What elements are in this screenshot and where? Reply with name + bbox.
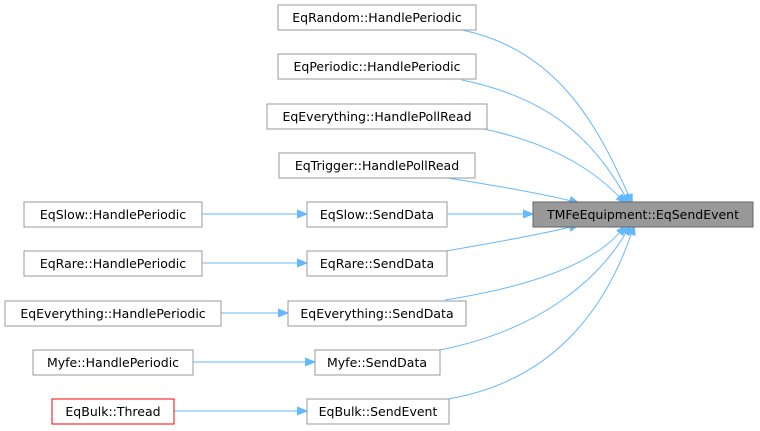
- node-eqeverything-senddata[interactable]: EqEverything::SendData: [287, 300, 467, 327]
- edges: [174, 29, 634, 411]
- node-label: EqRare::SendData: [320, 256, 434, 271]
- node-eqrare-handleperiodic[interactable]: EqRare::HandlePeriodic: [23, 250, 203, 277]
- edge-eqrandom-to-target: [461, 29, 632, 203]
- node-eqrare-senddata[interactable]: EqRare::SendData: [306, 250, 448, 277]
- node-label: Myfe::SendData: [327, 355, 427, 370]
- edge-eqeverything-pollread-to-target: [479, 127, 625, 203]
- edge-eqrare-senddata-to-target: [445, 225, 578, 252]
- node-label: EqSlow::HandlePeriodic: [40, 207, 186, 222]
- node-tmfeequipment-eqsendevent[interactable]: TMFeEquipment::EqSendEvent: [532, 201, 754, 228]
- node-label: EqEverything::SendData: [300, 306, 453, 321]
- node-label: EqEverything::HandlePeriodic: [20, 306, 205, 321]
- node-label: EqRare::HandlePeriodic: [40, 256, 186, 271]
- node-eqrandom-handleperiodic[interactable]: EqRandom::HandlePeriodic: [277, 4, 477, 31]
- node-label: EqBulk::Thread: [65, 404, 160, 419]
- node-eqslow-handleperiodic[interactable]: EqSlow::HandlePeriodic: [23, 201, 203, 228]
- node-label: TMFeEquipment::EqSendEvent: [546, 207, 739, 222]
- node-label: EqTrigger::HandlePollRead: [295, 158, 459, 173]
- edge-eqperiodic-to-target: [461, 79, 629, 203]
- node-label: EqRandom::HandlePeriodic: [292, 10, 462, 25]
- node-myfe-handleperiodic[interactable]: Myfe::HandlePeriodic: [32, 349, 194, 376]
- node-label: EqEverything::HandlePollRead: [282, 109, 471, 124]
- node-eqeverything-handleperiodic[interactable]: EqEverything::HandlePeriodic: [4, 300, 222, 327]
- node-eqbulk-thread[interactable]: EqBulk::Thread: [51, 398, 175, 425]
- node-label: EqBulk::SendEvent: [319, 404, 438, 419]
- edge-eqbulk-sendevent-to-target: [447, 226, 634, 400]
- node-label: Myfe::HandlePeriodic: [47, 355, 179, 370]
- node-label: EqSlow::SendData: [320, 207, 434, 222]
- node-eqperiodic-handleperiodic[interactable]: EqPeriodic::HandlePeriodic: [277, 53, 477, 80]
- node-eqbulk-sendevent[interactable]: EqBulk::SendEvent: [306, 398, 450, 425]
- node-eqeverything-handlepollread[interactable]: EqEverything::HandlePollRead: [266, 103, 488, 130]
- edge-eqtrigger-to-target: [447, 177, 578, 203]
- node-myfe-senddata[interactable]: Myfe::SendData: [314, 349, 441, 376]
- node-eqtrigger-handlepollread[interactable]: EqTrigger::HandlePollRead: [278, 152, 476, 179]
- node-label: EqPeriodic::HandlePeriodic: [294, 59, 461, 74]
- node-eqslow-senddata[interactable]: EqSlow::SendData: [306, 201, 448, 228]
- edge-eqeverything-senddata-to-target: [444, 226, 625, 301]
- edge-myfe-senddata-to-target: [439, 226, 630, 351]
